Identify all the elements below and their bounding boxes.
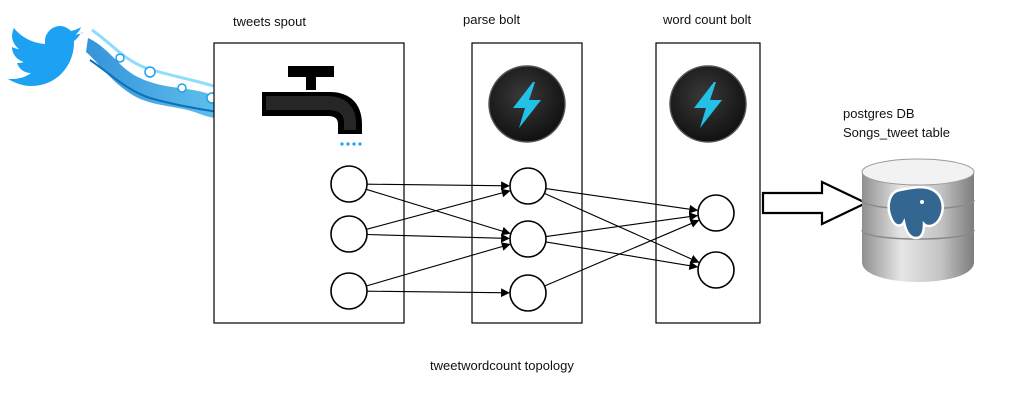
parse-task-node [509,167,547,205]
count-task-node [697,251,735,289]
count-task-node [697,194,735,232]
word-count-bolt-label: word count bolt [662,12,752,27]
db-label-line2: Songs_tweet table [843,125,950,140]
flow-arrow [366,188,511,236]
flow-arrow [366,242,511,287]
parse-bolt-label: parse bolt [463,12,520,27]
parse-task-node [509,274,547,312]
topology-label: tweetwordcount topology [430,358,574,373]
flow-arrow [366,288,510,298]
spout-task-node [330,165,368,203]
hollow-right-arrow-icon [761,180,869,226]
twitter-bird-icon [8,26,84,86]
parse-task-node [509,220,547,258]
db-label-line1: postgres DB [843,106,915,121]
flow-arrow [366,233,510,243]
flow-arrow [545,241,699,270]
flow-arrow [544,192,700,264]
postgresql-database-icon [861,158,975,282]
flow-arrow [366,181,510,191]
lightning-bolt-icon [669,65,747,143]
flow-arrow [545,188,699,214]
spout-task-node [330,215,368,253]
spout-label: tweets spout [233,14,306,29]
flow-arrow [366,188,511,230]
lightning-bolt-icon [488,65,566,143]
edge-group [366,181,700,298]
flow-arrow [545,212,699,238]
water-tap-icon [262,66,362,146]
spout-task-node [330,272,368,310]
flow-arrow [544,219,700,287]
